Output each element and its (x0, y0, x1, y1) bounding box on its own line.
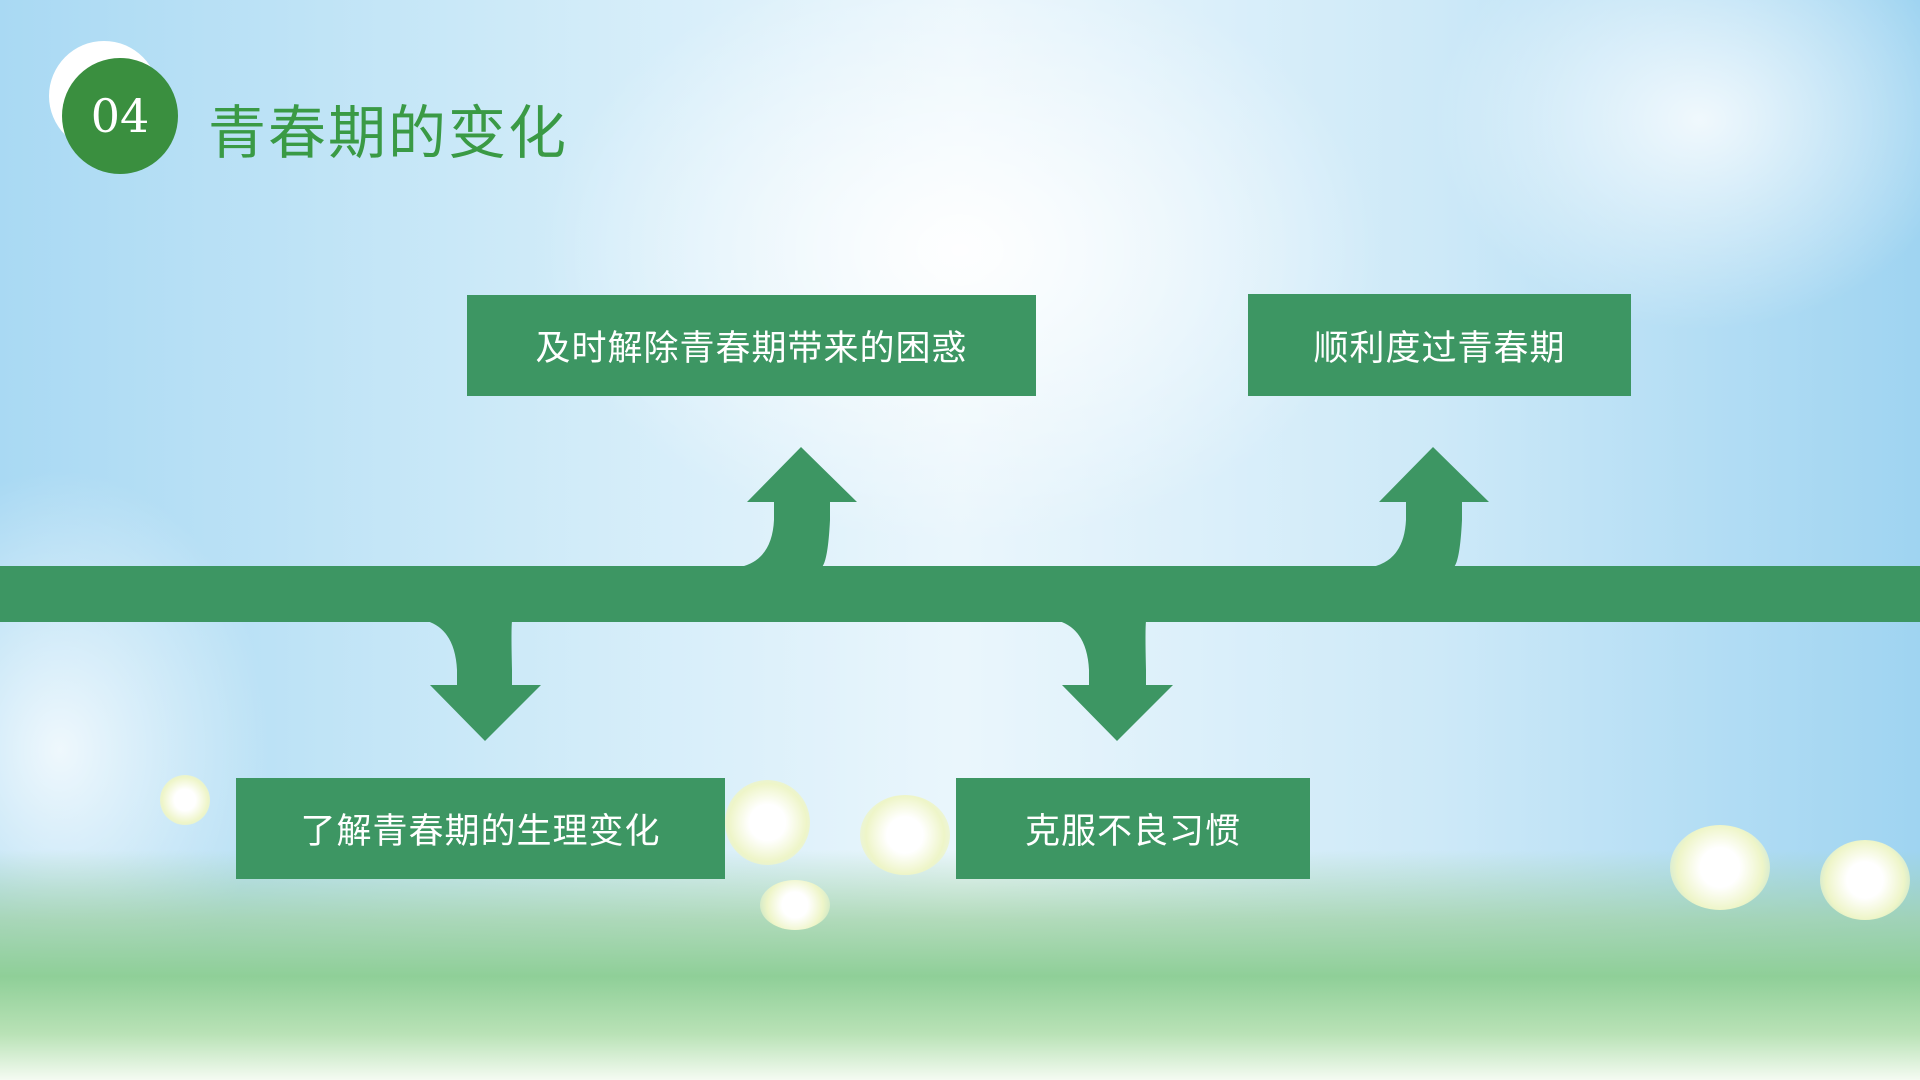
dandelion-decoration (1820, 840, 1910, 920)
section-number-badge: 04 (62, 58, 178, 174)
step-box-understand-changes: 了解青春期的生理变化 (236, 778, 725, 879)
step-box-pass-puberty: 顺利度过青春期 (1248, 294, 1631, 396)
main-bar (0, 566, 1920, 622)
dandelion-decoration (725, 780, 810, 865)
dandelion-decoration (1670, 825, 1770, 910)
page-title: 青春期的变化 (208, 99, 569, 167)
step-box-resolve-confusion: 及时解除青春期带来的困惑 (467, 295, 1036, 396)
step-box-overcome-habits: 克服不良习惯 (956, 778, 1310, 879)
dandelion-decoration (760, 880, 830, 930)
dandelion-decoration (160, 775, 210, 825)
grass-background (0, 850, 1920, 1080)
dandelion-decoration (860, 795, 950, 875)
up-arrow-2 (1372, 447, 1489, 567)
down-arrow-1 (427, 621, 541, 741)
up-arrow-1 (740, 447, 857, 567)
down-arrow-2 (1059, 621, 1173, 741)
